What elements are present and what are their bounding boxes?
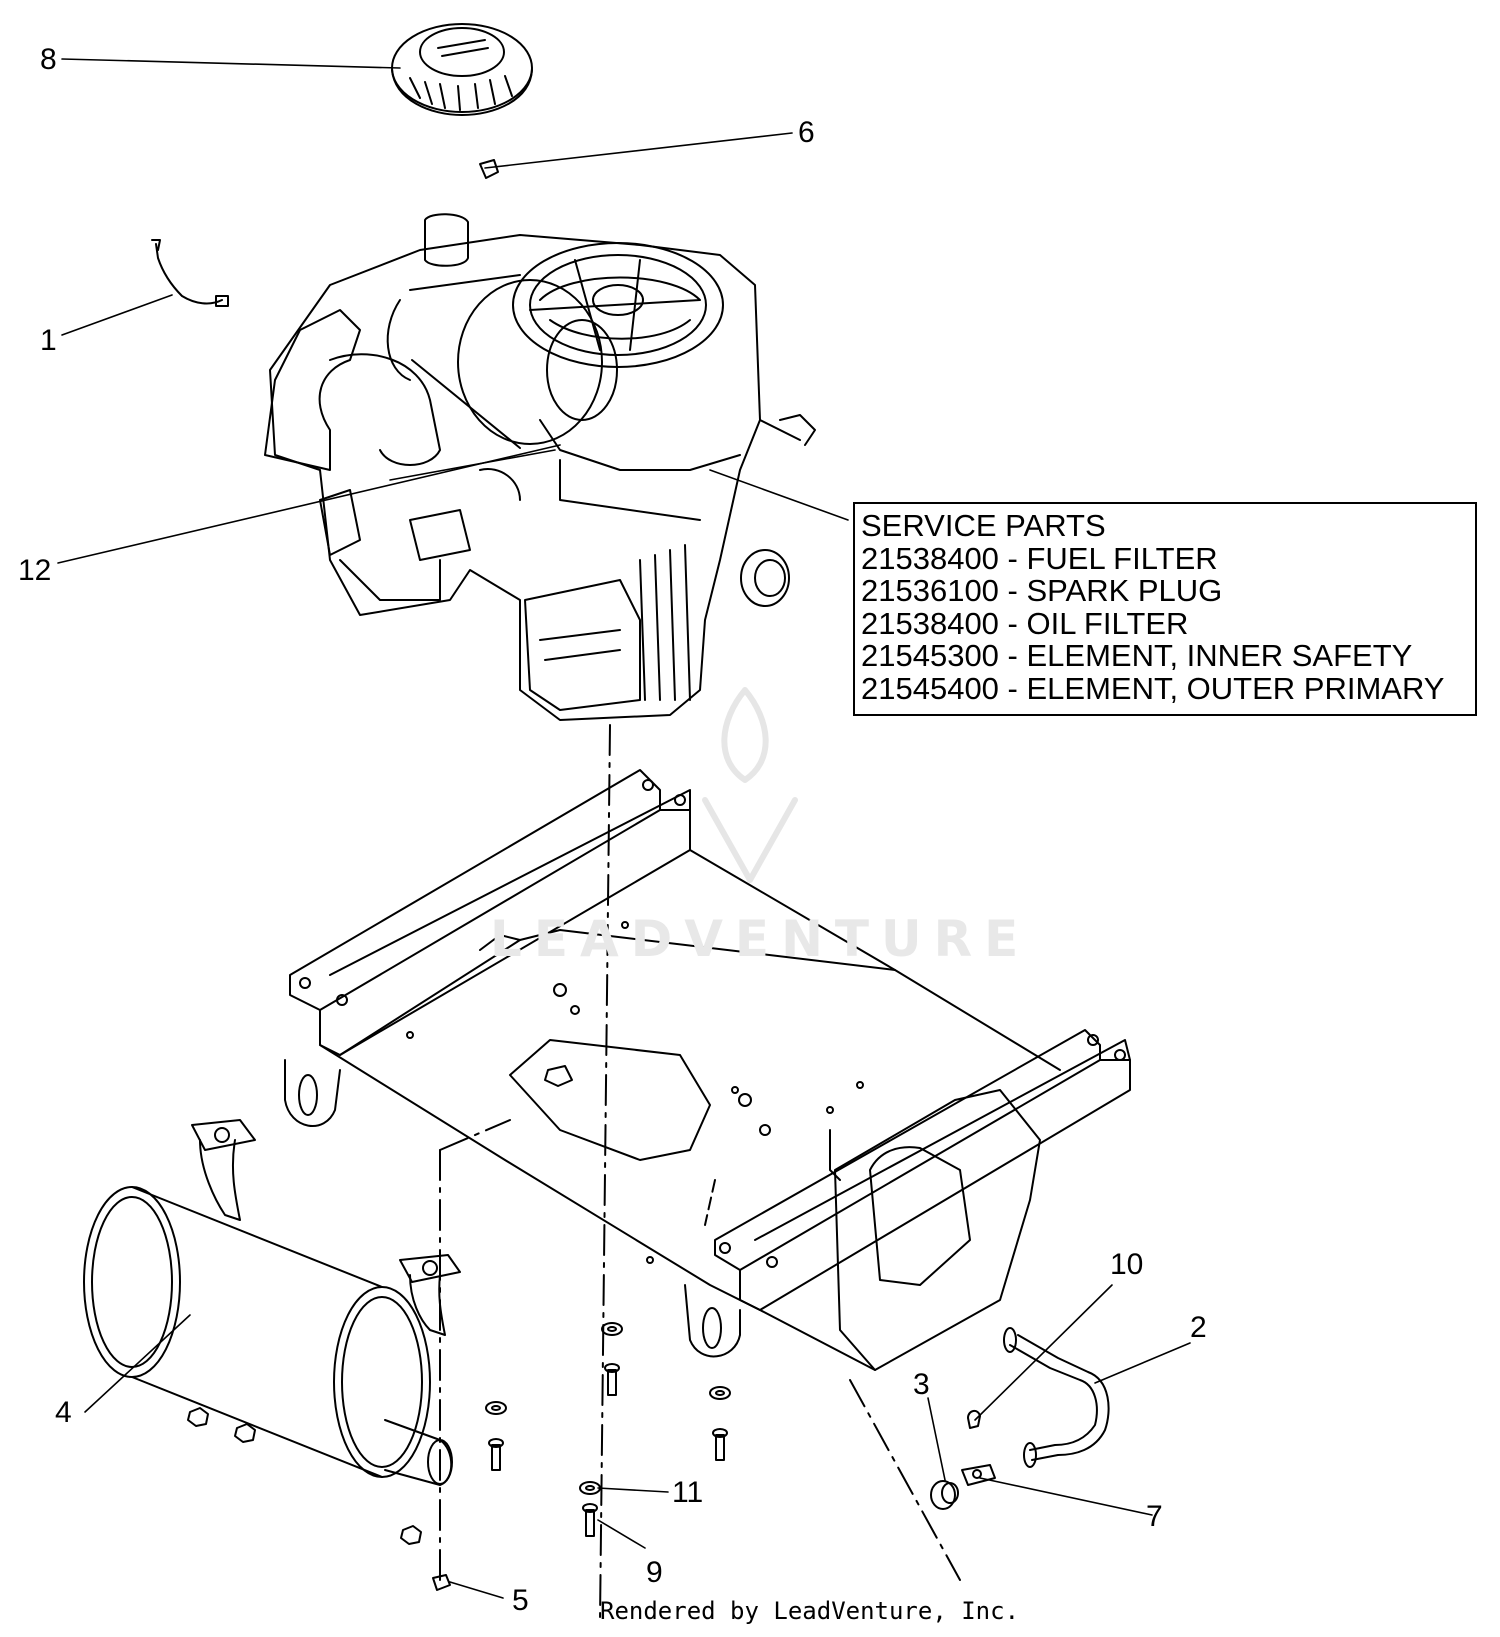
clamp-part [930,1480,959,1510]
center-line [599,724,611,1621]
leader-11 [597,1487,669,1493]
service-part-item: 21538400 - OIL FILTER [861,605,1189,641]
leader-service [709,469,849,521]
leader-3 [927,1397,946,1481]
service-parts-title: SERVICE PARTS [861,508,1106,543]
footer-credit: Rendered by LeadVenture, Inc. [600,1597,1020,1625]
callout-6: 6 [798,116,815,149]
clip-bottom-part [432,1574,451,1591]
leader-8 [61,58,401,69]
leader-2 [1094,1342,1191,1384]
leader-1 [61,294,173,336]
callout-3: 3 [913,1368,930,1401]
callout-1: 1 [40,324,57,357]
service-part-item: 21545300 - ELEMENT, INNER SAFETY [861,638,1413,673]
service-part-item: 21545400 - ELEMENT, OUTER PRIMARY [861,670,1445,706]
callout-4: 4 [55,1396,72,1429]
callout-10: 10 [1110,1248,1144,1281]
leader-7 [979,1477,1153,1516]
service-part-item: 21538400 - FUEL FILTER [861,540,1218,576]
center-line-left-top [439,1119,511,1151]
callout-12: 12 [18,554,52,587]
air-cleaner-cover-part [391,23,533,116]
watermark-text: LEADVENTURE [490,910,1031,968]
callout-5: 5 [512,1584,529,1617]
leader-9 [597,1519,646,1549]
muffler-part [83,1119,461,1486]
bracket-part [961,1410,996,1486]
engine-assembly-part [264,213,816,721]
service-part-item: 21536100 - SPARK PLUG [861,573,1223,608]
muffler-nuts [187,1407,422,1545]
callout-8: 8 [40,43,57,76]
service-parts-box: SERVICE PARTS 21538400 - FUEL FILTER 215… [853,502,1477,716]
callout-9: 9 [646,1556,663,1589]
leader-12b [389,449,556,481]
center-line-right [849,1379,961,1581]
callout-11: 11 [672,1476,704,1509]
leader-5 [449,1581,504,1599]
leader-10 [974,1284,1113,1421]
hose-part [1003,1327,1110,1468]
clip-part [479,159,499,179]
callout-7: 7 [1146,1500,1163,1533]
engine-mount-frame-part [284,769,1131,1371]
sensor-wire-part [151,239,229,307]
callout-2: 2 [1190,1311,1207,1344]
watermark-logo [702,687,798,883]
leader-lines [57,58,1191,1599]
center-line-mid [704,1179,716,1226]
leader-4 [84,1314,191,1413]
leader-6 [484,132,793,169]
hardware-bolts [485,1322,731,1537]
